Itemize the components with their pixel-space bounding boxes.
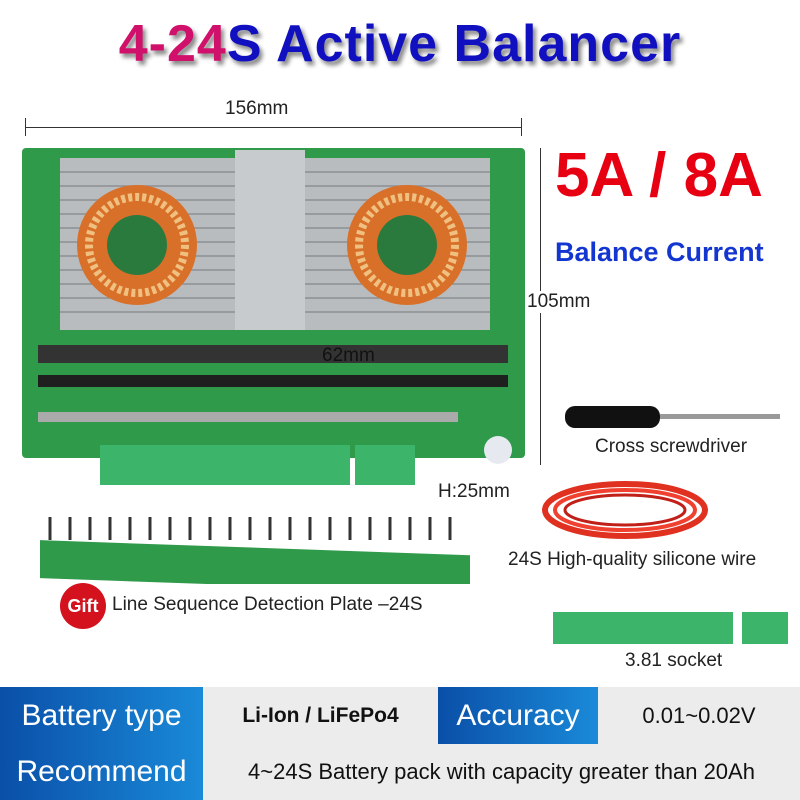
wire-caption: 24S High-quality silicone wire: [508, 549, 757, 570]
battery-type-value: Li-Ion / LiFePo4: [203, 687, 438, 744]
page-title: 4-24S Active Balancer: [118, 15, 682, 73]
accuracy-value: 0.01~0.02V: [598, 687, 800, 744]
inductor-coil: [77, 185, 197, 305]
accuracy-label: Accuracy: [438, 687, 598, 744]
width-dimension-line: [25, 127, 522, 128]
socket-caption: 3.81 socket: [625, 650, 723, 671]
screwdriver-caption: Cross screwdriver: [595, 436, 748, 457]
terminal-block: [100, 445, 350, 485]
height-label: 105mm: [527, 291, 591, 313]
silicone-wire-image: [542, 481, 708, 539]
dim-tick: [25, 118, 26, 136]
balancer-board-image: [22, 148, 525, 485]
inner-dimension-label: 62mm: [322, 345, 375, 366]
width-label: 156mm: [225, 98, 289, 119]
plate-caption: Line Sequence Detection Plate –24S: [112, 594, 423, 615]
recommend-label: Recommend: [0, 744, 203, 800]
terminal-block: [355, 445, 415, 485]
thickness-label: H:25mm: [438, 481, 510, 502]
socket-connector-small: [742, 612, 788, 644]
balance-current-value: 5A / 8A: [555, 141, 763, 210]
battery-type-label: Battery type: [0, 687, 203, 744]
socket-connector-large: [553, 612, 733, 644]
gift-badge: Gift: [60, 583, 106, 629]
inductor-coil: [347, 185, 467, 305]
screwdriver-image: [565, 406, 780, 428]
dim-tick: [521, 118, 522, 136]
detection-plate-image: [40, 517, 470, 584]
button: [484, 436, 512, 464]
recommend-value: 4~24S Battery pack with capacity greater…: [203, 744, 800, 800]
balance-current-label: Balance Current: [555, 237, 764, 267]
